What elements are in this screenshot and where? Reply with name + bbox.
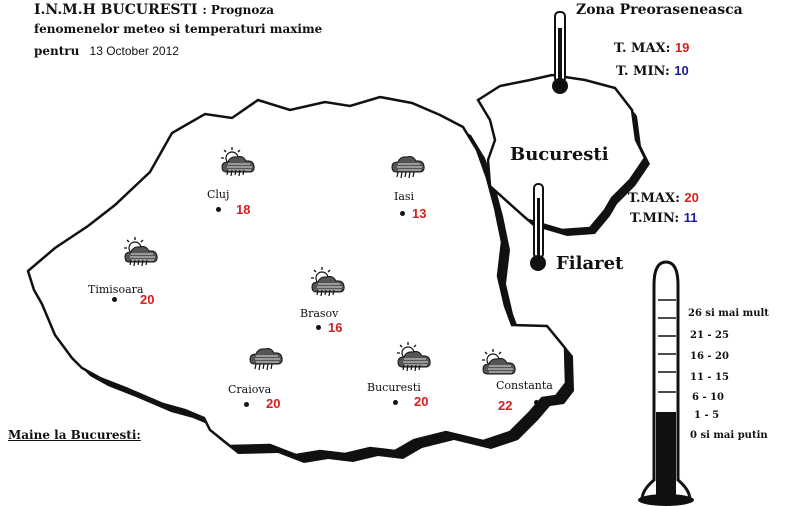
org-name: I.N.M.H BUCURESTI <box>34 2 198 18</box>
city-craiova-temp: 20 <box>266 396 281 411</box>
zone-title: Zona Preoraseneasca <box>576 2 743 18</box>
zone-tmax-value: 19 <box>674 40 690 55</box>
romania-outline <box>26 95 568 457</box>
filaret-tmin-row: T.MIN: 11 <box>630 210 698 226</box>
city-constanta-temp: 22 <box>498 398 513 413</box>
city-bucuresti-temp: 20 <box>414 394 429 409</box>
header-line1: I.N.M.H BUCURESTI : Prognoza <box>34 2 274 18</box>
city-iasi-name: Iasi <box>394 190 415 203</box>
forecast-date: 13 October 2012 <box>89 44 179 58</box>
city-cluj-temp: 18 <box>236 202 251 217</box>
filaret-tmax-label: T.MAX: <box>628 191 680 206</box>
city-brasov-name: Brasov <box>300 307 339 320</box>
zone-tmax-row: T. MAX: 19 <box>614 40 689 56</box>
header-line3: pentru 13 October 2012 <box>34 44 179 58</box>
header-line2: fenomenelor meteo si temperaturi maxime <box>34 22 323 36</box>
zona-thermometer-icon <box>552 11 568 94</box>
city-timisoara-name: Timisoara <box>88 283 144 296</box>
legend-scale-5: 1 - 5 <box>694 410 720 421</box>
filaret-thermometer-icon <box>530 183 546 271</box>
header-prognoza: : Prognoza <box>202 3 274 17</box>
legend-scale-3: 11 - 15 <box>690 372 729 383</box>
legend-scale-6: 0 si mai putin <box>690 430 768 441</box>
filaret-label: Filaret <box>556 253 624 274</box>
city-cluj-name: Cluj <box>207 188 230 201</box>
city-iasi-dot <box>400 211 405 216</box>
legend-scale-1: 21 - 25 <box>690 330 729 341</box>
city-constanta-dot <box>534 400 539 405</box>
legend-scale-2: 16 - 20 <box>690 351 729 362</box>
city-iasi-temp: 13 <box>412 206 427 221</box>
inset-city-label: Bucuresti <box>510 144 609 165</box>
filaret-tmin-value: 11 <box>683 210 698 225</box>
city-timisoara-dot <box>112 297 117 302</box>
city-cluj-dot <box>216 207 221 212</box>
legend-thermometer-icon <box>638 260 694 506</box>
filaret-tmax-value: 20 <box>684 190 699 205</box>
city-brasov-temp: 16 <box>328 320 343 335</box>
zone-tmin-label: T. MIN: <box>616 64 670 79</box>
filaret-tmax-row: T.MAX: 20 <box>628 190 699 206</box>
city-craiova-name: Craiova <box>228 383 272 396</box>
city-timisoara-temp: 20 <box>140 292 155 307</box>
city-brasov-dot <box>316 325 321 330</box>
city-constanta-name: Constanta <box>496 379 553 392</box>
city-craiova-dot <box>244 402 249 407</box>
zone-tmin-value: 10 <box>674 63 689 78</box>
legend-scale-0: 26 si mai mult <box>688 308 769 319</box>
filaret-tmin-label: T.MIN: <box>630 211 680 226</box>
city-bucuresti-dot <box>393 400 398 405</box>
header-pentru: pentru <box>34 44 80 58</box>
city-bucuresti-name: Bucuresti <box>367 381 421 394</box>
tomorrow-label: Maine la Bucuresti: <box>8 428 141 442</box>
zone-tmax-label: T. MAX: <box>614 41 671 56</box>
zone-tmin-row: T. MIN: 10 <box>616 63 689 79</box>
legend-scale-4: 6 - 10 <box>692 392 724 403</box>
